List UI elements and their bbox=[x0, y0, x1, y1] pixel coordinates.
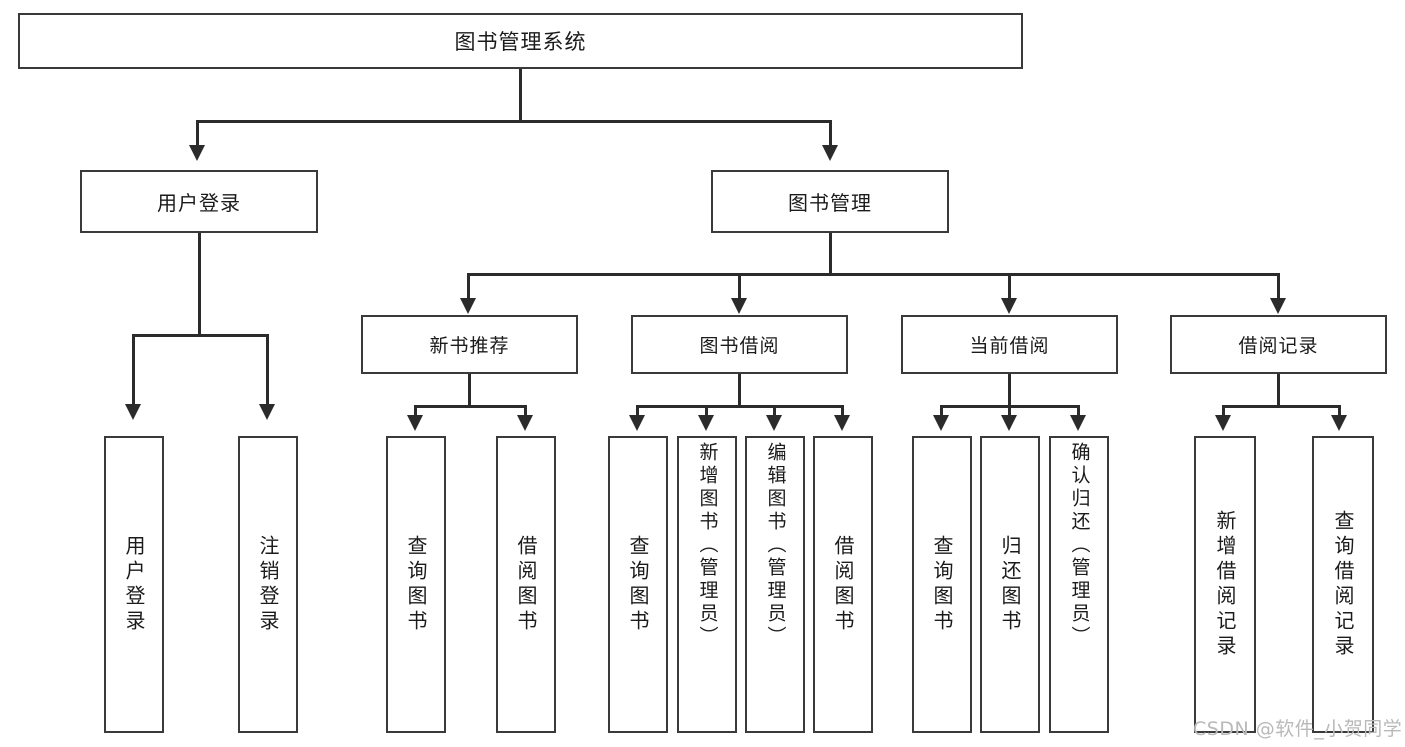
leaf-add-book-admin[interactable]: 新增图书（管理员） bbox=[677, 436, 737, 733]
connector-book-borrow-bar bbox=[636, 405, 843, 408]
node-new-book-recommend[interactable]: 新书推荐 bbox=[361, 315, 578, 374]
arrowhead-new-book-leaf-2 bbox=[517, 415, 533, 431]
connector-new-book-leaf-2 bbox=[524, 405, 527, 417]
arrowhead-borrow-record bbox=[1270, 298, 1286, 314]
connector-current-borrow-leaf-2 bbox=[1008, 405, 1011, 417]
node-label: 当前借阅 bbox=[969, 335, 1050, 357]
connector-borrow-record-leaf-2 bbox=[1338, 405, 1341, 417]
connector-borrow-record-stem bbox=[1277, 374, 1280, 406]
connector-user-login-to-leaf-2 bbox=[266, 334, 269, 406]
arrowhead-current-borrow bbox=[1001, 298, 1017, 314]
leaf-label: 编辑图书（管理员） bbox=[764, 442, 787, 649]
leaf-logout[interactable]: 注销登录 bbox=[238, 436, 298, 733]
arrowhead-user-login bbox=[189, 145, 205, 161]
arrowhead-leaf-logout bbox=[259, 404, 275, 420]
leaf-return-book[interactable]: 归还图书 bbox=[980, 436, 1040, 733]
arrowhead-book-borrow-leaf-4 bbox=[834, 415, 850, 431]
node-label: 新书推荐 bbox=[429, 335, 510, 357]
connector-to-book-borrow bbox=[738, 273, 741, 300]
arrowhead-book-borrow-leaf-2 bbox=[698, 415, 714, 431]
connector-book-mgmt-bar bbox=[467, 273, 1279, 276]
node-label: 图书管理 bbox=[788, 191, 872, 215]
arrowhead-new-book-leaf-1 bbox=[407, 415, 423, 431]
arrowhead-current-borrow-leaf-2 bbox=[1001, 415, 1017, 431]
node-label: 用户登录 bbox=[157, 191, 241, 215]
connector-book-borrow-leaf-2 bbox=[705, 405, 708, 417]
connector-borrow-record-bar bbox=[1222, 405, 1341, 408]
connector-borrow-record-leaf-1 bbox=[1222, 405, 1225, 417]
leaf-label: 新增借阅记录 bbox=[1213, 509, 1237, 660]
connector-user-login-to-leaf-1 bbox=[132, 334, 135, 406]
connector-book-borrow-stem bbox=[738, 374, 741, 406]
leaf-add-borrow-record[interactable]: 新增借阅记录 bbox=[1194, 436, 1256, 733]
connector-to-borrow-record bbox=[1277, 273, 1280, 300]
connector-book-borrow-leaf-4 bbox=[841, 405, 844, 417]
leaf-label: 查询图书 bbox=[930, 534, 954, 635]
connector-root-bar bbox=[196, 120, 832, 123]
connector-to-current-borrow bbox=[1008, 273, 1011, 300]
connector-to-new-book bbox=[467, 273, 470, 300]
arrowhead-leaf-user-login bbox=[125, 404, 141, 420]
leaf-label: 用户登录 bbox=[122, 534, 146, 635]
arrowhead-book-borrow bbox=[731, 298, 747, 314]
connector-root-stem bbox=[519, 69, 522, 121]
connector-new-book-stem bbox=[468, 374, 471, 406]
leaf-query-borrow-record[interactable]: 查询借阅记录 bbox=[1312, 436, 1374, 733]
leaf-query-book-borrow[interactable]: 查询图书 bbox=[608, 436, 668, 733]
leaf-borrow-book-new[interactable]: 借阅图书 bbox=[496, 436, 556, 733]
node-borrow-record[interactable]: 借阅记录 bbox=[1170, 315, 1387, 374]
leaf-label: 借阅图书 bbox=[514, 534, 538, 635]
arrowhead-current-borrow-leaf-1 bbox=[933, 415, 949, 431]
leaf-label: 新增图书（管理员） bbox=[696, 442, 719, 649]
leaf-label: 查询图书 bbox=[404, 534, 428, 635]
connector-user-login-stem bbox=[198, 233, 201, 335]
leaf-edit-book-admin[interactable]: 编辑图书（管理员） bbox=[745, 436, 805, 733]
arrowhead-book-mgmt bbox=[822, 145, 838, 161]
connector-current-borrow-stem bbox=[1008, 374, 1011, 406]
leaf-label: 查询图书 bbox=[626, 534, 650, 635]
arrowhead-borrow-record-leaf-1 bbox=[1215, 415, 1231, 431]
connector-current-borrow-leaf-3 bbox=[1077, 405, 1080, 417]
node-label: 借阅记录 bbox=[1238, 335, 1319, 357]
connector-root-to-book-mgmt bbox=[829, 120, 832, 147]
node-user-login[interactable]: 用户登录 bbox=[80, 170, 318, 233]
leaf-label: 查询借阅记录 bbox=[1331, 509, 1355, 660]
connector-new-book-bar bbox=[414, 405, 527, 408]
node-book-management[interactable]: 图书管理 bbox=[711, 170, 949, 233]
node-root-system[interactable]: 图书管理系统 bbox=[18, 13, 1023, 69]
leaf-label: 归还图书 bbox=[998, 534, 1022, 635]
connector-book-borrow-leaf-3 bbox=[773, 405, 776, 417]
leaf-label: 注销登录 bbox=[256, 534, 280, 635]
leaf-label: 确认归还（管理员） bbox=[1068, 442, 1091, 649]
node-label: 图书管理系统 bbox=[454, 30, 587, 54]
arrowhead-book-borrow-leaf-3 bbox=[766, 415, 782, 431]
node-current-borrow[interactable]: 当前借阅 bbox=[901, 315, 1118, 374]
arrowhead-book-borrow-leaf-1 bbox=[629, 415, 645, 431]
arrowhead-current-borrow-leaf-3 bbox=[1070, 415, 1086, 431]
arrowhead-new-book bbox=[460, 298, 476, 314]
node-label: 图书借阅 bbox=[699, 335, 780, 357]
connector-user-login-bar bbox=[132, 334, 269, 337]
connector-book-mgmt-stem bbox=[829, 233, 832, 274]
leaf-confirm-return-admin[interactable]: 确认归还（管理员） bbox=[1049, 436, 1109, 733]
connector-current-borrow-leaf-1 bbox=[940, 405, 943, 417]
leaf-label: 借阅图书 bbox=[831, 534, 855, 635]
leaf-query-book-new[interactable]: 查询图书 bbox=[386, 436, 446, 733]
arrowhead-borrow-record-leaf-2 bbox=[1331, 415, 1347, 431]
leaf-query-book-current[interactable]: 查询图书 bbox=[912, 436, 972, 733]
leaf-borrow-book[interactable]: 借阅图书 bbox=[813, 436, 873, 733]
connector-book-borrow-leaf-1 bbox=[636, 405, 639, 417]
leaf-user-login[interactable]: 用户登录 bbox=[104, 436, 164, 733]
node-book-borrow[interactable]: 图书借阅 bbox=[631, 315, 848, 374]
connector-root-to-user-login bbox=[196, 120, 199, 147]
connector-new-book-leaf-1 bbox=[414, 405, 417, 417]
